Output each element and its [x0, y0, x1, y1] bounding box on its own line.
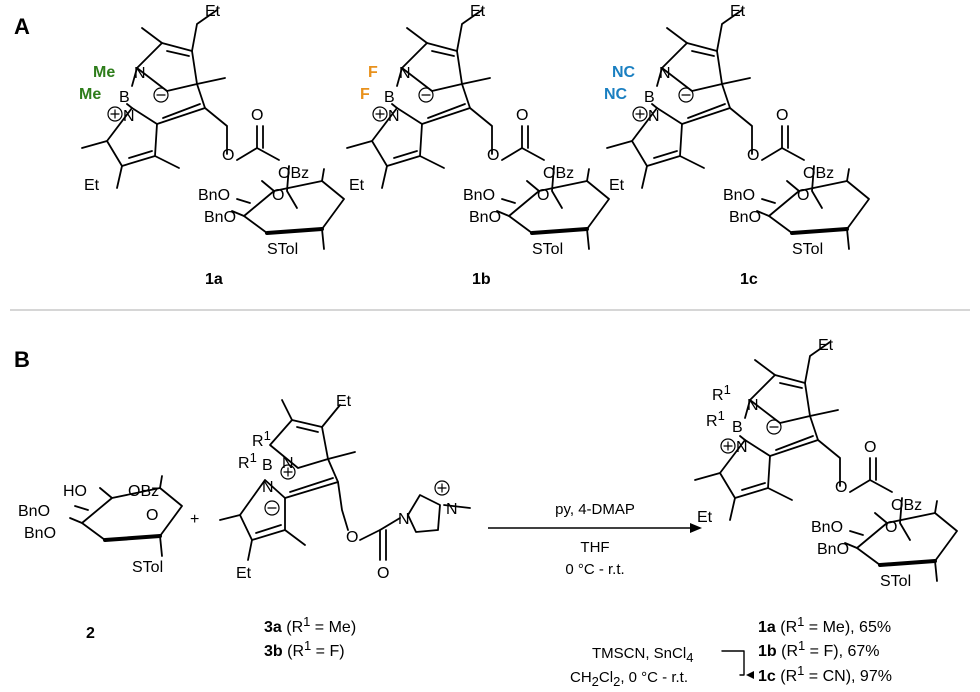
condition-temperature: 0 °C - r.t.	[565, 561, 624, 578]
obz-label-1b: OBz	[543, 165, 574, 182]
boron-atom-3: B	[262, 457, 273, 474]
ho-label-2: HO	[63, 483, 87, 500]
boron-atom-1c: B	[644, 89, 655, 106]
nitrogen-atom-1b-top: N	[399, 65, 411, 82]
b-substituent-f-2: F	[360, 86, 370, 103]
imidazole-n-1: N	[398, 511, 410, 528]
b-substituent-cn-2: NC	[604, 86, 628, 103]
bno-label-1a-2: BnO	[204, 209, 236, 226]
ring-o-1b: O	[537, 187, 549, 204]
bno-label-product-1: BnO	[811, 519, 843, 536]
bno-label-1c-1: BnO	[723, 187, 755, 204]
ethyl-label-1a-top: Et	[205, 3, 221, 20]
oxygen-label-product: O	[835, 479, 847, 496]
product-label-1a: 1a (R1 = Me), 65%	[758, 614, 891, 636]
ethyl-label-3-bottom: Et	[236, 565, 252, 582]
stol-label-1a: STol	[267, 241, 298, 258]
panel-label-a: A	[14, 14, 30, 39]
carbonyl-o-product: O	[864, 439, 876, 456]
obz-label-1c: OBz	[803, 165, 834, 182]
r1-label-3-bottom: R1	[238, 450, 257, 472]
ethyl-label-1c-bottom: Et	[609, 177, 625, 194]
compound-label-1c: 1c	[740, 271, 758, 288]
oxygen-label-1b: O	[487, 147, 499, 164]
bno-label-1b-1: BnO	[463, 187, 495, 204]
nitrogen-atom-3-top: N	[282, 455, 294, 472]
ethyl-label-1b-top: Et	[470, 3, 486, 20]
b-substituent-f-1: F	[368, 64, 378, 81]
stol-label-1c: STol	[792, 241, 823, 258]
r1-label-product-bottom: R1	[706, 408, 725, 430]
r1-label-product-top: R1	[712, 382, 731, 404]
carbonyl-o-1c: O	[776, 107, 788, 124]
product-label-1b: 1b (R1 = F), 67%	[758, 638, 879, 660]
ethyl-label-1b-bottom: Et	[349, 177, 365, 194]
plus-sign: +	[190, 511, 199, 528]
bno-label-1a-1: BnO	[198, 187, 230, 204]
stol-label-2: STol	[132, 559, 163, 576]
bno-label-product-2: BnO	[817, 541, 849, 558]
carbonyl-o-1a: O	[251, 107, 263, 124]
cyanation-conditions: CH2Cl2, 0 °C - r.t.	[570, 669, 688, 689]
ethyl-label-product-top: Et	[818, 337, 834, 354]
boron-atom-product: B	[732, 419, 743, 436]
boron-atom-1a: B	[119, 89, 130, 106]
imidazole-n-2: N	[446, 501, 458, 518]
b-substituent-me-1: Me	[93, 64, 115, 81]
ring-o-1c: O	[797, 187, 809, 204]
boron-atom-1b: B	[384, 89, 395, 106]
bno-label-2-2: BnO	[24, 525, 56, 542]
nitrogen-atom-1c-top: N	[659, 65, 671, 82]
nitrogen-atom-1a-top: N	[134, 65, 146, 82]
compound-label-2: 2	[86, 625, 95, 642]
carbonyl-o-3: O	[377, 565, 389, 582]
ring-o-product: O	[885, 519, 897, 536]
nitrogen-atom-1c-bottom: N	[648, 108, 660, 125]
ethyl-label-3-top: Et	[336, 393, 352, 410]
ethyl-label-1a-bottom: Et	[84, 177, 100, 194]
reagent-label-3a: 3a (R1 = Me)	[264, 614, 356, 636]
bno-label-1c-2: BnO	[729, 209, 761, 226]
reaction-arrow	[488, 523, 702, 533]
stol-label-1b: STol	[532, 241, 563, 258]
oxygen-label-3: O	[346, 529, 358, 546]
compound-label-1a: 1a	[205, 271, 223, 288]
b-substituent-me-2: Me	[79, 86, 101, 103]
condition-solvent: THF	[580, 539, 609, 556]
ring-o-2: O	[146, 507, 158, 524]
b-substituent-cn-1: NC	[612, 64, 636, 81]
product-label-1c: 1c (R1 = CN), 97%	[758, 663, 892, 685]
bno-label-1b-2: BnO	[469, 209, 501, 226]
compound-label-1b: 1b	[472, 271, 491, 288]
stol-label-product: STol	[880, 573, 911, 590]
obz-label-2: OBz	[128, 483, 159, 500]
bno-label-2-1: BnO	[18, 503, 50, 520]
panel-label-b: B	[14, 347, 30, 372]
ethyl-label-1c-top: Et	[730, 3, 746, 20]
nitrogen-atom-1b-bottom: N	[388, 108, 400, 125]
ring-o-1a: O	[272, 187, 284, 204]
obz-label-1a: OBz	[278, 165, 309, 182]
r1-label-3-top: R1	[252, 428, 271, 450]
obz-label-product: OBz	[891, 497, 922, 514]
nitrogen-atom-product-bottom: N	[736, 439, 748, 456]
reagent-label-3b: 3b (R1 = F)	[264, 638, 345, 660]
cyanation-reagents: TMSCN, SnCl4	[592, 645, 693, 665]
nitrogen-atom-1a-bottom: N	[123, 108, 135, 125]
ethyl-label-product-bottom: Et	[697, 509, 713, 526]
oxygen-label-1a: O	[222, 147, 234, 164]
nitrogen-atom-3-left: N	[262, 479, 274, 496]
cyanation-arrow	[721, 650, 754, 679]
carbonyl-o-1b: O	[516, 107, 528, 124]
condition-reagents: py, 4-DMAP	[555, 501, 635, 518]
nitrogen-atom-product-top: N	[747, 397, 759, 414]
oxygen-label-1c: O	[747, 147, 759, 164]
compound-3-structure	[219, 399, 471, 561]
